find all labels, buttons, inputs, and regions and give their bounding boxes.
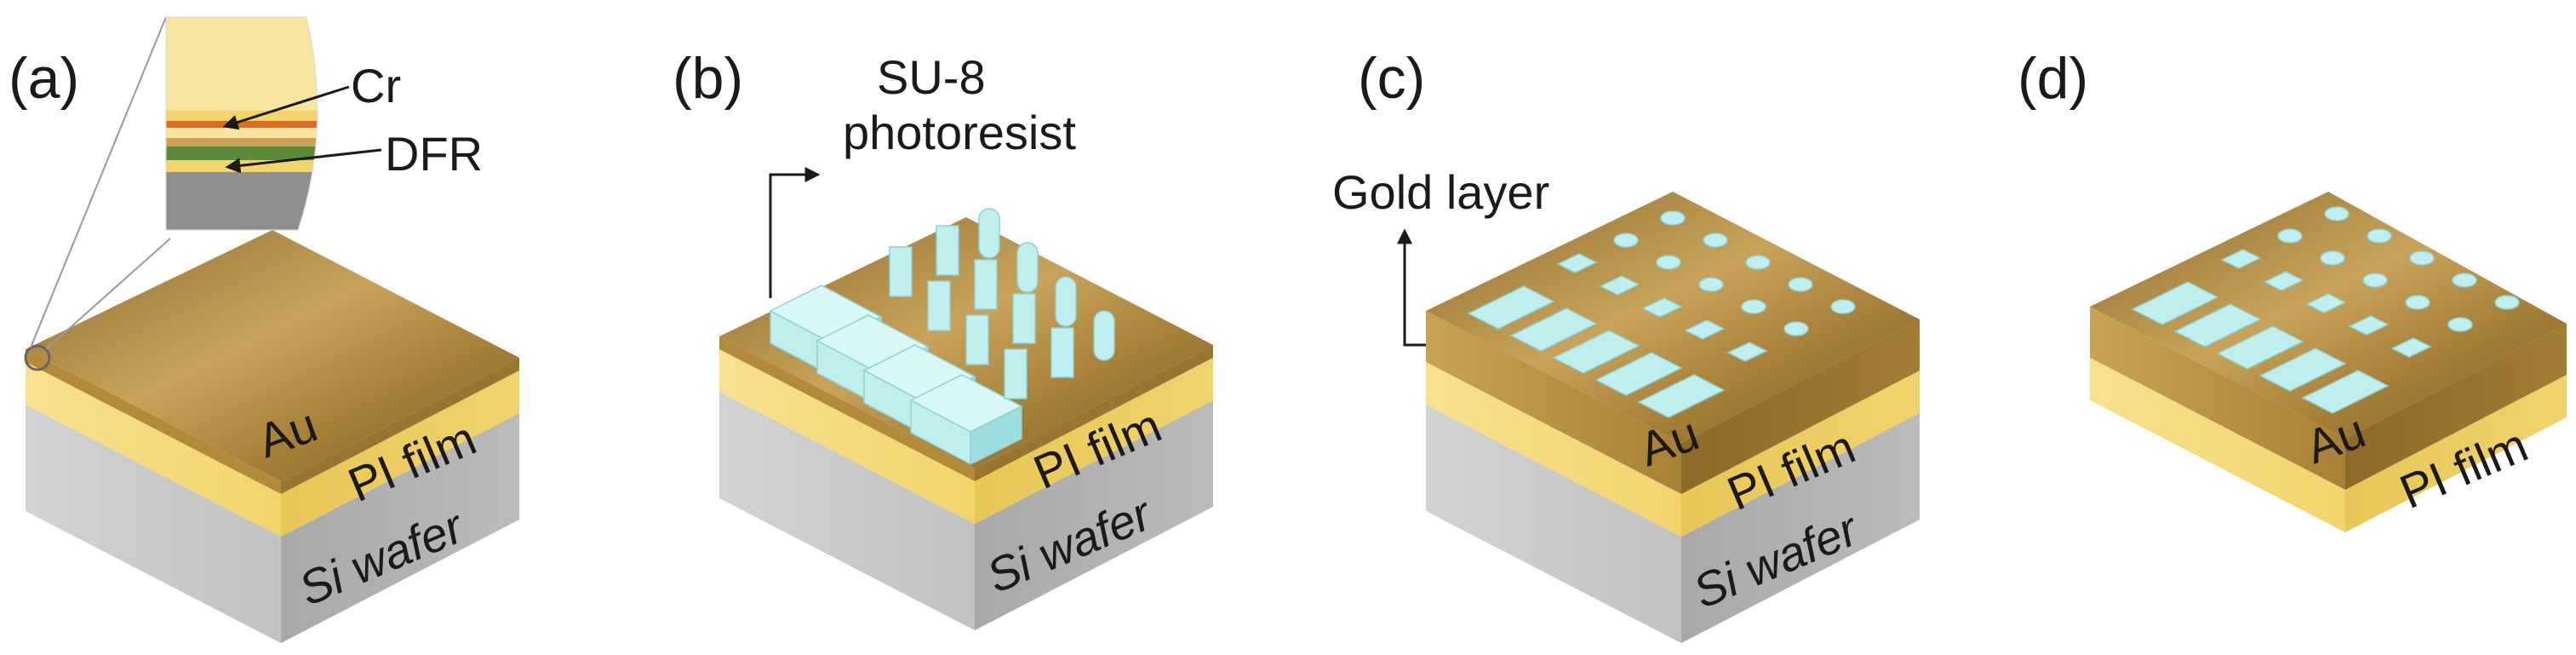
panel-c-au-left <box>1426 311 1681 494</box>
panel-d-au-left <box>2090 307 2345 490</box>
panel-b-su8-label: SU-8 <box>877 50 986 104</box>
panel-a-label: (a) <box>9 46 79 111</box>
panel-a-zoom-line-1 <box>30 16 167 348</box>
panel-a-pi-left <box>26 362 281 537</box>
panel-c-callout-arrow <box>1397 228 1426 347</box>
panel-c-openings <box>1467 210 1856 418</box>
panel-b-au-left <box>719 336 975 481</box>
panel-a: (a) <box>9 16 519 643</box>
panel-a-dfr-arrow <box>225 148 382 174</box>
panel-a-inset <box>165 16 318 231</box>
panel-b-photoresist-label: photoresist <box>843 106 1076 159</box>
panel-c-au-right <box>1681 319 1920 494</box>
panel-b-label: (b) <box>673 46 743 111</box>
panel-a-zoom-circle <box>24 344 51 371</box>
panel-c-gold-layer-label: Gold layer <box>1332 165 1549 219</box>
panel-c-si-left <box>1426 405 1681 643</box>
panel-a-au-left <box>26 349 281 494</box>
panel-b-su8-bars <box>769 284 1023 466</box>
panel-a-au-right <box>281 358 519 494</box>
panel-a-au-top <box>26 230 519 481</box>
panel-c-pi-left <box>1426 362 1681 537</box>
panel-c-au-top <box>1426 192 1920 443</box>
panel-c-pi-right <box>1681 371 1920 537</box>
panel-b-callout-arrow <box>769 167 821 298</box>
panel-c-si-right <box>1681 413 1920 643</box>
panel-d-label: (d) <box>2018 46 2088 111</box>
panel-b-pi-right <box>975 358 1213 524</box>
panel-a-zoom-line-2 <box>45 238 171 350</box>
panel-d-pi-left <box>2090 358 2345 532</box>
panel-d-openings <box>2131 206 2520 414</box>
panel-a-pi-right <box>281 371 519 537</box>
panel-a-cr-label: Cr <box>351 59 401 112</box>
panel-d-pi-right <box>2345 375 2567 532</box>
panel-b-su8-posts <box>889 208 1115 399</box>
panel-c-label: (c) <box>1358 46 1425 111</box>
panel-a-si-right <box>281 413 519 643</box>
panel-b-si-left <box>719 392 975 630</box>
panel-b-si-right <box>975 400 1213 630</box>
panel-d: (d) Au PI film <box>2018 46 2567 532</box>
panel-a-cr-arrow <box>222 85 350 130</box>
panel-b-au-right <box>975 345 1213 481</box>
panel-d-au-right <box>2345 324 2567 490</box>
panel-b-pi-left <box>719 349 975 524</box>
panel-c: (c) <box>1332 46 1920 643</box>
panel-d-au-top <box>2090 192 2567 439</box>
panel-a-dfr-label: DFR <box>385 127 483 181</box>
panel-b: (b) <box>673 46 1213 630</box>
panel-a-si-left <box>26 405 281 643</box>
